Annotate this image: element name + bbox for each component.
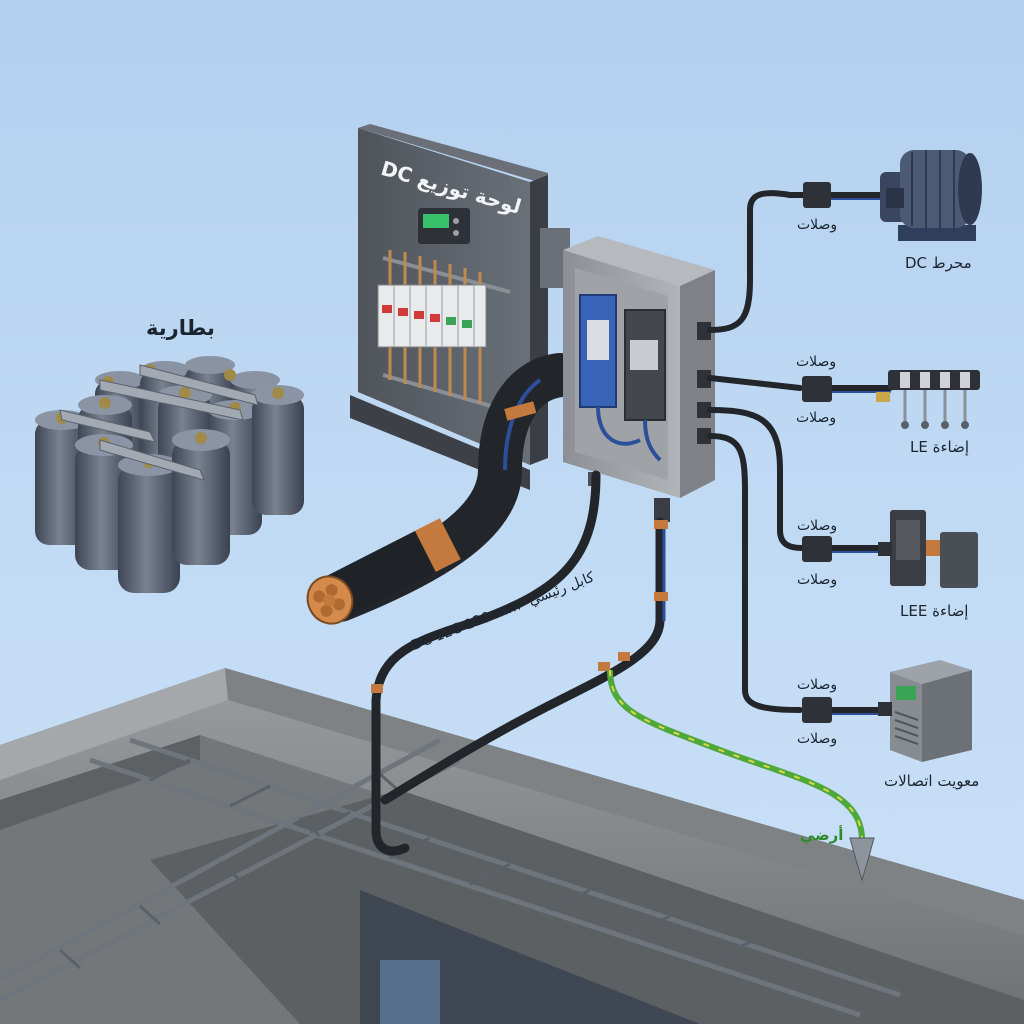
battery-label: بطارية <box>146 316 215 340</box>
led-lighting-icon <box>876 370 980 429</box>
building-rooftop <box>0 668 1024 1024</box>
telecom-label: معويت اتصالات <box>884 772 980 790</box>
lighting-lee-label: إضاءة LEE <box>900 602 969 620</box>
cable-tray <box>0 737 901 1018</box>
junction-box <box>563 236 715 522</box>
ground-label: أرضي <box>800 826 844 844</box>
connections-label-6: وصلات <box>797 677 838 693</box>
connector-blocks <box>802 182 832 723</box>
connections-label-5: وصلات <box>797 572 838 588</box>
connections-label-1: وصلات <box>797 217 838 233</box>
connections-label-7: وصلات <box>797 731 838 747</box>
connections-label-2: وصلات <box>796 354 837 370</box>
breaker-icon <box>377 284 487 348</box>
battery-icon <box>35 356 304 593</box>
feeder-cables <box>371 190 893 856</box>
dc-motor-label: محرط DC <box>905 254 972 272</box>
connector-lighting-icon <box>878 510 978 588</box>
dc-motor-icon <box>880 150 982 241</box>
telecom-device-icon <box>878 660 972 762</box>
lighting-le-label: إضاءة LE <box>910 438 969 456</box>
connections-label-4: وصلات <box>797 518 838 534</box>
ground-rod-icon <box>607 669 875 882</box>
main-dc-cable <box>306 353 582 625</box>
connections-label-3: وصلات <box>796 410 837 426</box>
